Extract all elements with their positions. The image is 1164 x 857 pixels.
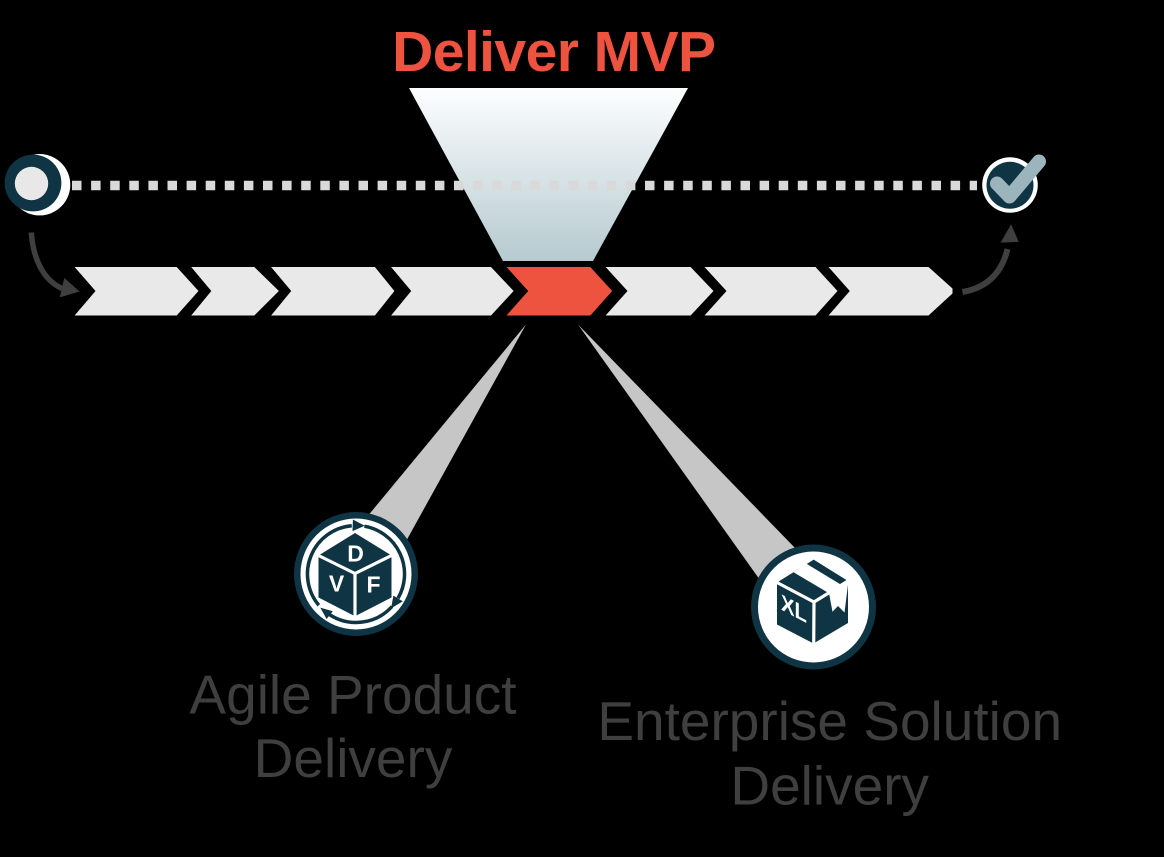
svg-text:Enterprise Solution: Enterprise Solution [597, 690, 1062, 752]
svg-text:D: D [347, 541, 364, 567]
svg-text:Deliver MVP: Deliver MVP [392, 20, 715, 84]
svg-text:F: F [366, 572, 380, 598]
svg-text:Delivery: Delivery [730, 754, 929, 816]
svg-text:V: V [329, 571, 345, 597]
svg-text:Delivery: Delivery [254, 727, 453, 789]
svg-text:Agile Product: Agile Product [189, 664, 516, 726]
